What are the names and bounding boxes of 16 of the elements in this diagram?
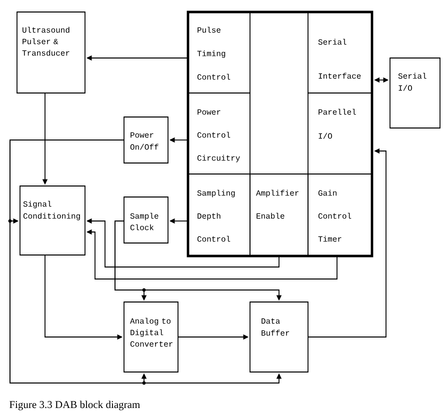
chip-cell: Sampling Depth Control xyxy=(188,174,250,256)
chip-cell: Pulse Timing Control xyxy=(188,12,250,94)
block-box: Data Buffer xyxy=(250,302,308,372)
chip-cell: Parellel I/O xyxy=(308,92,372,174)
chip-box xyxy=(186,10,374,258)
block-box: Ultrasound Pulser & Transducer xyxy=(16,12,86,94)
block-box: Power On/Off xyxy=(124,116,168,164)
block-box: Signal Conditioning xyxy=(20,186,86,256)
block-box: Serial I/O xyxy=(390,58,440,128)
chip-cell: Amplifier Enable xyxy=(250,174,308,256)
caption: Figure 3.3 DAB block diagram xyxy=(10,400,140,410)
block-box: Sample Clock xyxy=(124,196,168,244)
chip-cell: Serial Interface xyxy=(308,12,372,94)
chip-cell: Power Control Circuitry xyxy=(188,92,250,174)
block-box: Analog to Digital Converter xyxy=(124,302,178,372)
chip-cell: Gain Control Timer xyxy=(308,174,372,256)
